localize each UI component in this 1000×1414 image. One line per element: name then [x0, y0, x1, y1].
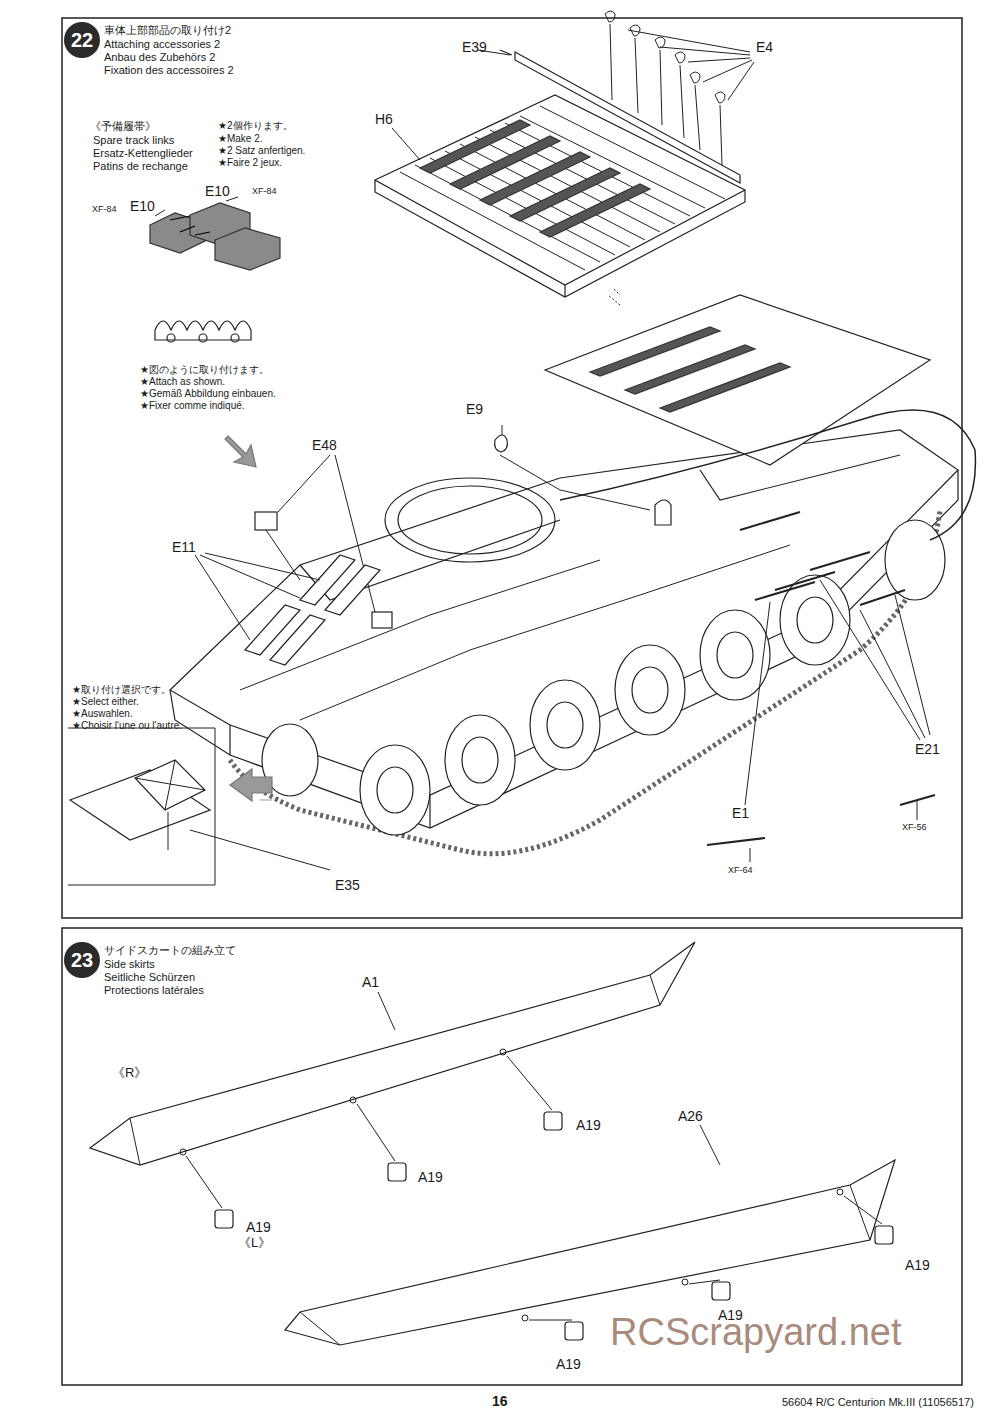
note-text: ★2 Satz anfertigen.	[218, 145, 305, 156]
part-number: E10	[205, 184, 230, 199]
step-heading: サイドスカートの組み立て	[104, 944, 236, 956]
part-number: E11	[172, 540, 196, 555]
note-text: ★Gemäß Abbildung einbauen.	[140, 388, 276, 399]
step-number: 22	[71, 29, 93, 52]
part-number: A19	[246, 1220, 271, 1235]
paint-code: XF-84	[252, 187, 277, 197]
note-text: ★2個作ります。	[218, 120, 293, 131]
part-number: 《R》	[112, 1066, 147, 1080]
part-number: E10	[130, 199, 155, 214]
step-heading: Ersatz-Kettenglieder	[93, 147, 193, 159]
part-number: E9	[466, 402, 483, 417]
note-text: ★Choisir l'une ou l'autre.	[72, 720, 182, 731]
step-heading: Side skirts	[104, 958, 155, 970]
note-text: ★Attach as shown.	[140, 376, 225, 387]
page-number: 16	[492, 1394, 508, 1409]
step-heading: 車体上部部品の取り付け2	[104, 24, 231, 36]
note-text: ★Select either.	[72, 696, 139, 707]
step-heading: Anbau des Zubehörs 2	[104, 51, 215, 63]
step-heading: 《予備履帯》	[90, 120, 156, 132]
step-number-circle: 23	[64, 942, 100, 978]
part-number: A1	[362, 975, 379, 990]
part-number: E48	[312, 438, 337, 453]
part-number: A19	[905, 1258, 930, 1273]
part-number: 《L》	[238, 1236, 271, 1250]
step-heading: Fixation des accessoires 2	[104, 64, 234, 76]
note-text: ★Make 2.	[218, 133, 263, 144]
part-number: H6	[375, 112, 393, 127]
part-number: E1	[732, 806, 749, 821]
step-number-circle: 22	[64, 22, 100, 58]
paint-code: XF-64	[728, 866, 753, 876]
part-number: E4	[756, 40, 773, 55]
note-text: ★Auswahlen.	[72, 708, 133, 719]
note-text: ★取り付け選択です。	[72, 684, 171, 695]
paint-code: XF-56	[902, 823, 927, 833]
note-text: ★Faire 2 jeux.	[218, 157, 282, 168]
step-heading: Patins de rechange	[93, 160, 188, 172]
manual-code: 56604 R/C Centurion Mk.III (11056517)	[782, 1396, 974, 1408]
step-heading: Attaching accessories 2	[104, 38, 220, 50]
part-number: E39	[462, 40, 487, 55]
part-number: A19	[418, 1170, 443, 1185]
part-number: A19	[576, 1118, 601, 1133]
part-number: A26	[678, 1109, 703, 1124]
step-number: 23	[71, 949, 93, 972]
part-number: E35	[335, 878, 360, 893]
watermark: RCScrapyard.net	[610, 1312, 901, 1354]
note-text: ★Fixer comme indiqué.	[140, 400, 245, 411]
paint-code: XF-84	[92, 205, 117, 215]
part-number: A19	[556, 1357, 581, 1372]
note-text: ★図のように取り付けます。	[140, 364, 269, 375]
part-number: E21	[915, 742, 940, 757]
step-heading: Seitliche Schürzen	[104, 971, 195, 983]
step-heading: Protections latérales	[104, 984, 204, 996]
step-heading: Spare track links	[93, 134, 174, 146]
